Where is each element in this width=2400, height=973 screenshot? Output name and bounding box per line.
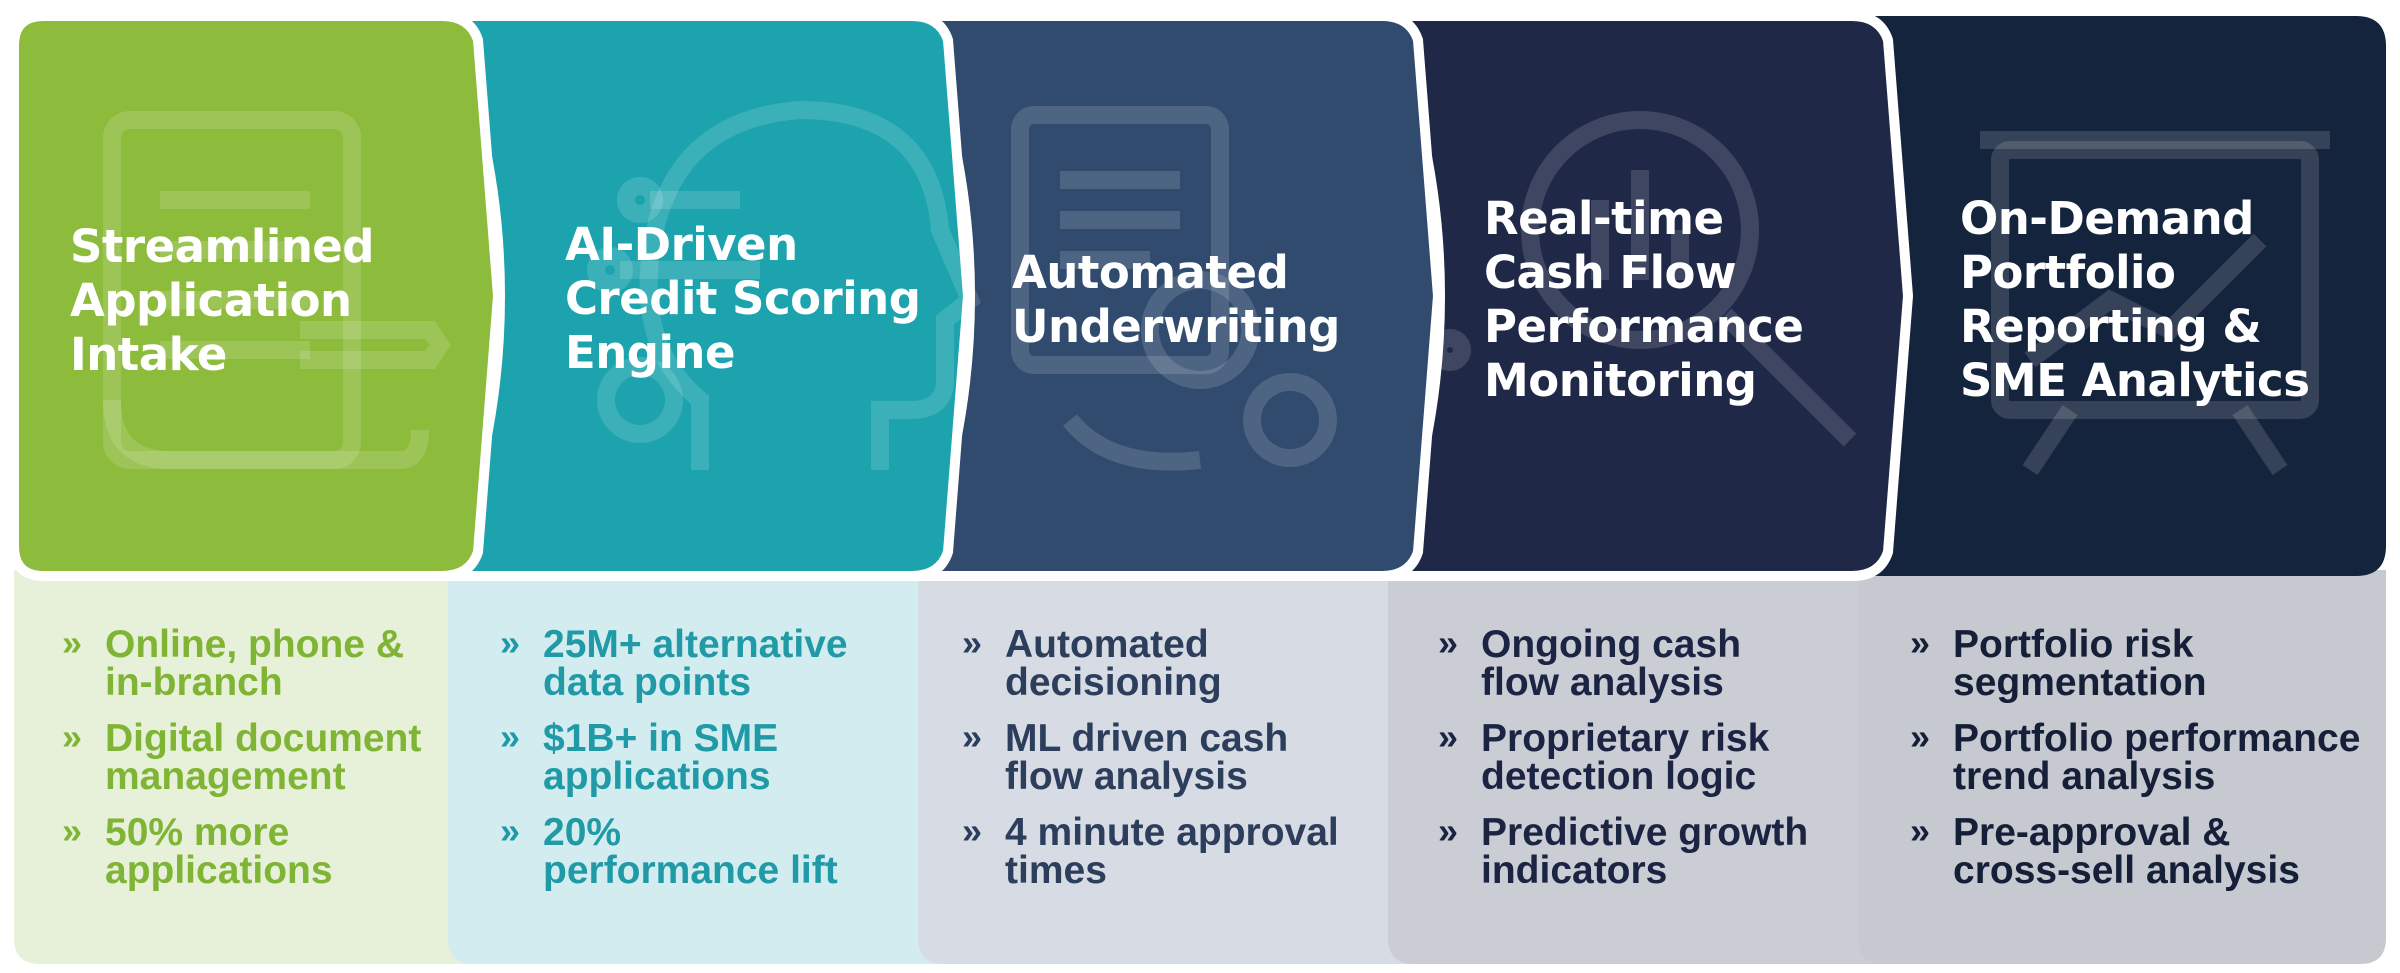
bullet-line: Portfolio risk [1953,623,2194,666]
title-line: On-Demand [1960,192,2254,245]
title-line: AI-Driven [565,218,798,271]
chevron-bullet-icon: » [1438,622,1459,663]
bullet-line: Online, phone & [105,623,404,666]
step1-header [9,11,504,581]
ai-head-circuit-icon [587,100,981,470]
chevron-bullet-icon: » [1910,810,1931,851]
bullet-line: indicators [1481,849,1668,892]
title-line: Performance [1484,300,1804,353]
step2-title: AI-Driven Credit Scoring Engine [565,218,921,380]
bullet-line: Portfolio performance [1953,717,2361,760]
document-gears-icon [1011,106,1337,471]
chevron-bullet-icon: » [962,622,983,663]
chevron-bullet-icon: » [500,716,521,757]
chevron-bullet-icon: » [1910,716,1931,757]
chevron-bullet-icon: » [962,810,983,851]
application-form-icon [103,111,451,469]
bullet-line: segmentation [1953,661,2207,704]
chevron-bullet-icon: » [62,622,83,663]
chevron-bullet-icon: » [62,716,83,757]
step5-title: On-Demand Portfolio Reporting & SME Anal… [1960,192,2310,408]
bullet-item: » Online, phone &in-branch [62,622,421,704]
step4-title: Real-time Cash Flow Performance Monitori… [1484,192,1804,408]
bullet-line: Automated [1005,623,1209,666]
step1-body-panel [14,570,470,964]
bullet-line: management [105,755,346,798]
bullet-line: 25M+ alternative [543,623,848,666]
bullet-item: » Pre-approval &cross-sell analysis [1910,810,2360,892]
step1-title: Streamlined Application Intake [70,220,375,382]
bullet-line: Ongoing cash [1481,623,1742,666]
bullet-line: trend analysis [1953,755,2216,798]
title-line: Real-time [1484,192,1724,245]
chevron-bullet-icon: » [1438,716,1459,757]
chevron-bullet-icon: » [500,622,521,663]
title-line: Underwriting [1012,300,1340,353]
bullet-line: Predictive growth [1481,811,1809,854]
title-line: Intake [70,328,227,381]
bullet-line: ML driven cash [1005,717,1289,760]
magnifier-chart-icon [1429,111,1857,447]
chevron-bullet-icon: » [62,810,83,851]
bullet-line: Proprietary risk [1481,717,1770,760]
bullet-item: » 20%performance lift [500,810,848,892]
bullet-line: performance lift [543,849,838,892]
step3-title: Automated Underwriting [1012,246,1340,354]
step5-header [1854,16,2386,576]
bullet-line: applications [543,755,771,798]
bullet-line: cross-sell analysis [1953,849,2300,892]
title-line: Application [70,274,352,327]
bullet-line: 4 minute approval [1005,811,1339,854]
chevron-bullet-icon: » [500,810,521,851]
presentation-board-icon [1980,131,2330,475]
bullet-line: detection logic [1481,755,1757,798]
step1-bullets: » Online, phone &in-branch » Digital docum… [62,622,422,908]
step2-body-panel [448,570,940,964]
title-line: Automated [1012,246,1289,299]
bullet-line: flow analysis [1005,755,1248,798]
step4-body-panel [1388,570,1880,964]
bullet-line: Digital document [105,717,422,760]
title-line: Cash Flow [1484,246,1737,299]
bullet-line: 20% [543,811,622,854]
step3-body-panel [918,570,1410,964]
bullet-line: data points [543,661,752,704]
bullet-line: 50% more [105,811,290,854]
bullet-line: flow analysis [1481,661,1724,704]
title-line: SME Analytics [1960,354,2310,407]
chevron-bullet-icon: » [1910,622,1931,663]
title-line: Streamlined [70,220,375,273]
title-line: Portfolio [1960,246,2176,299]
title-line: Monitoring [1484,354,1757,407]
chevron-bullet-icon: » [962,716,983,757]
bullet-line: applications [105,849,333,892]
title-line: Credit Scoring [565,272,921,325]
bullet-line: $1B+ in SME [543,717,779,760]
bullet-line: Pre-approval & [1953,811,2231,854]
title-line: Reporting & [1960,300,2262,353]
title-line: Engine [565,326,735,379]
bullet-line: in-branch [105,661,283,704]
bullet-line: times [1005,849,1107,892]
bullet-line: decisioning [1005,661,1222,704]
chevron-bullet-icon: » [1438,810,1459,851]
step5-body-panel [1858,570,2386,964]
